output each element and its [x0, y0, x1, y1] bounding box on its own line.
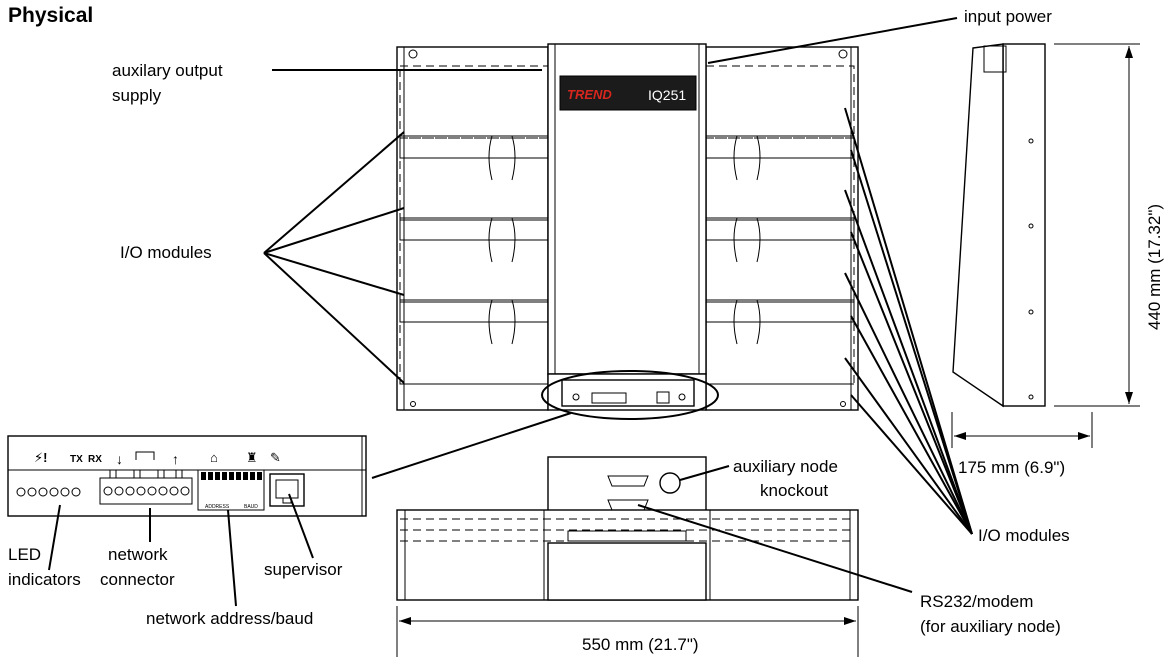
- io-module-slot: [705, 301, 855, 385]
- connector-strip: [561, 379, 695, 407]
- network-terminal-block: [99, 477, 193, 505]
- bottom-view: 550 mm (21.7"): [396, 456, 859, 660]
- knockout-hole: [659, 472, 681, 494]
- network-connector-label: network: [108, 545, 168, 564]
- side-case: [1002, 43, 1046, 407]
- width-dimension: 550 mm (21.7"): [582, 635, 699, 654]
- detail-panel: ⚡! TX RX ↓ ↑ ⌂ ♜ ✎: [7, 412, 572, 517]
- rx-label: RX: [88, 454, 102, 465]
- aux-node-knockout-label-2: knockout: [760, 481, 828, 500]
- led-indicators-label: LED: [8, 545, 41, 564]
- baud-switch-label: BAUD: [244, 504, 258, 510]
- rs232-modem-label: RS232/modem: [920, 592, 1033, 611]
- io-modules-label-left: I/O modules: [120, 243, 212, 262]
- io-modules-label-right: I/O modules: [978, 526, 1070, 545]
- left-module-panel: [396, 46, 549, 411]
- io-modules-leaders-left: [263, 131, 405, 384]
- rs232-modem-label-2: (for auxiliary node): [920, 617, 1061, 636]
- io-module-slot: [399, 301, 549, 385]
- side-view: 440 mm (17.32") 175 mm (6.9"): [951, 43, 1164, 477]
- network-connector-label-2: connector: [100, 570, 175, 589]
- aux-output-supply-label-2: supply: [112, 86, 162, 105]
- depth-dimension: 175 mm (6.9"): [958, 458, 1065, 477]
- right-module-panel: [705, 46, 859, 411]
- house-icon: ⌂: [210, 450, 218, 465]
- bottom-centre-lower: [547, 542, 707, 601]
- arrow-up-icon: ↑: [172, 451, 179, 467]
- section-title: Physical: [8, 4, 93, 27]
- led-row: [16, 487, 81, 497]
- side-door: [952, 43, 1004, 408]
- detail-callout-ellipse: [541, 370, 719, 420]
- arrow-down-icon: ↓: [116, 451, 123, 467]
- supervisor-label: supervisor: [264, 560, 343, 579]
- front-view: TREND IQ251: [396, 43, 859, 420]
- person-icon: ♜: [246, 450, 258, 465]
- supervisor-port: [269, 473, 305, 507]
- detail-frame: [7, 435, 367, 517]
- model-label: IQ251: [648, 87, 686, 103]
- height-dimension: 440 mm (17.32"): [1145, 204, 1164, 330]
- plug-icon: ✎: [270, 450, 281, 465]
- io-module-slot: [399, 219, 549, 303]
- brand-plate: [559, 75, 697, 111]
- brand-logo: TREND: [567, 87, 612, 102]
- address-switch-label: ADDRESS: [205, 504, 230, 510]
- io-module-slot: [705, 65, 855, 139]
- alarm-icon: ⚡!: [34, 450, 47, 465]
- io-module-slot: [399, 65, 549, 139]
- aux-node-knockout-label: auxiliary node: [733, 457, 838, 476]
- tx-label: TX: [70, 454, 83, 465]
- address-dip-switch: [197, 469, 265, 511]
- network-address-baud-label: network address/baud: [146, 609, 313, 628]
- io-module-slot: [705, 219, 855, 303]
- aux-output-supply-label: auxilary output: [112, 61, 223, 80]
- io-module-slot: [399, 137, 549, 221]
- input-power-label: input power: [964, 7, 1052, 26]
- io-modules-leaders-right: [844, 107, 973, 535]
- led-indicators-label-2: indicators: [8, 570, 81, 589]
- io-module-slot: [705, 137, 855, 221]
